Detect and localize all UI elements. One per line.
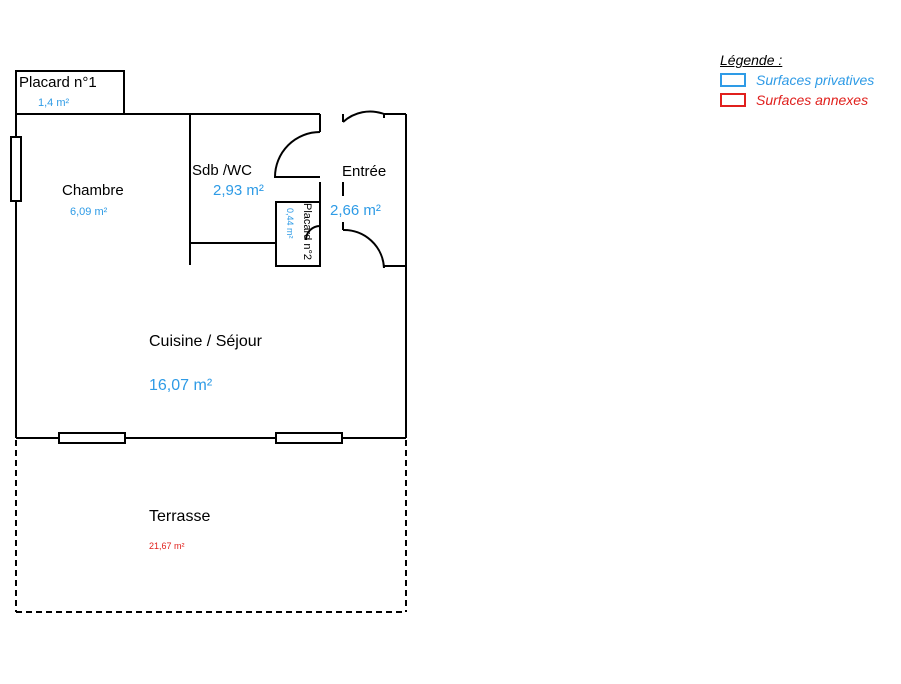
interior-walls [189,114,406,267]
placard-1-name: Placard n°1 [19,74,97,91]
legend-row-annex: Surfaces annexes [720,90,874,110]
entree-name: Entrée [342,163,386,180]
legend-swatch-annex [720,93,746,107]
doors [273,110,385,269]
sdb-area: 2,93 m² [213,182,264,199]
placard-1-area: 1,4 m² [38,97,70,109]
terrasse-area: 21,67 m² [149,541,185,551]
legend-row-private: Surfaces privatives [720,70,874,90]
sejour-area: 16,07 m² [149,377,213,394]
legend-title: Légende : [720,52,783,68]
chambre-area: 6,09 m² [70,206,108,218]
placard-2-area: 0,44 m² [285,208,295,239]
windows [10,136,343,444]
sejour-name: Cuisine / Séjour [149,333,263,350]
window-chambre [10,136,22,202]
legend: Légende : Surfaces privatives Surfaces a… [720,52,874,110]
terrasse-name: Terrasse [149,508,210,525]
legend-swatch-private [720,73,746,87]
chambre-name: Chambre [62,182,124,199]
placard-1-walls [15,70,125,114]
terrasse-outline [15,440,407,613]
legend-label-private: Surfaces privatives [756,72,875,88]
legend-label-annex: Surfaces annexes [756,92,869,108]
window-sejour-left [58,432,126,444]
sdb-name: Sdb /WC [192,162,252,179]
placard-2-name: Placard n°2 [301,203,313,260]
window-sejour-right [275,432,343,444]
entree-area: 2,66 m² [330,202,381,219]
